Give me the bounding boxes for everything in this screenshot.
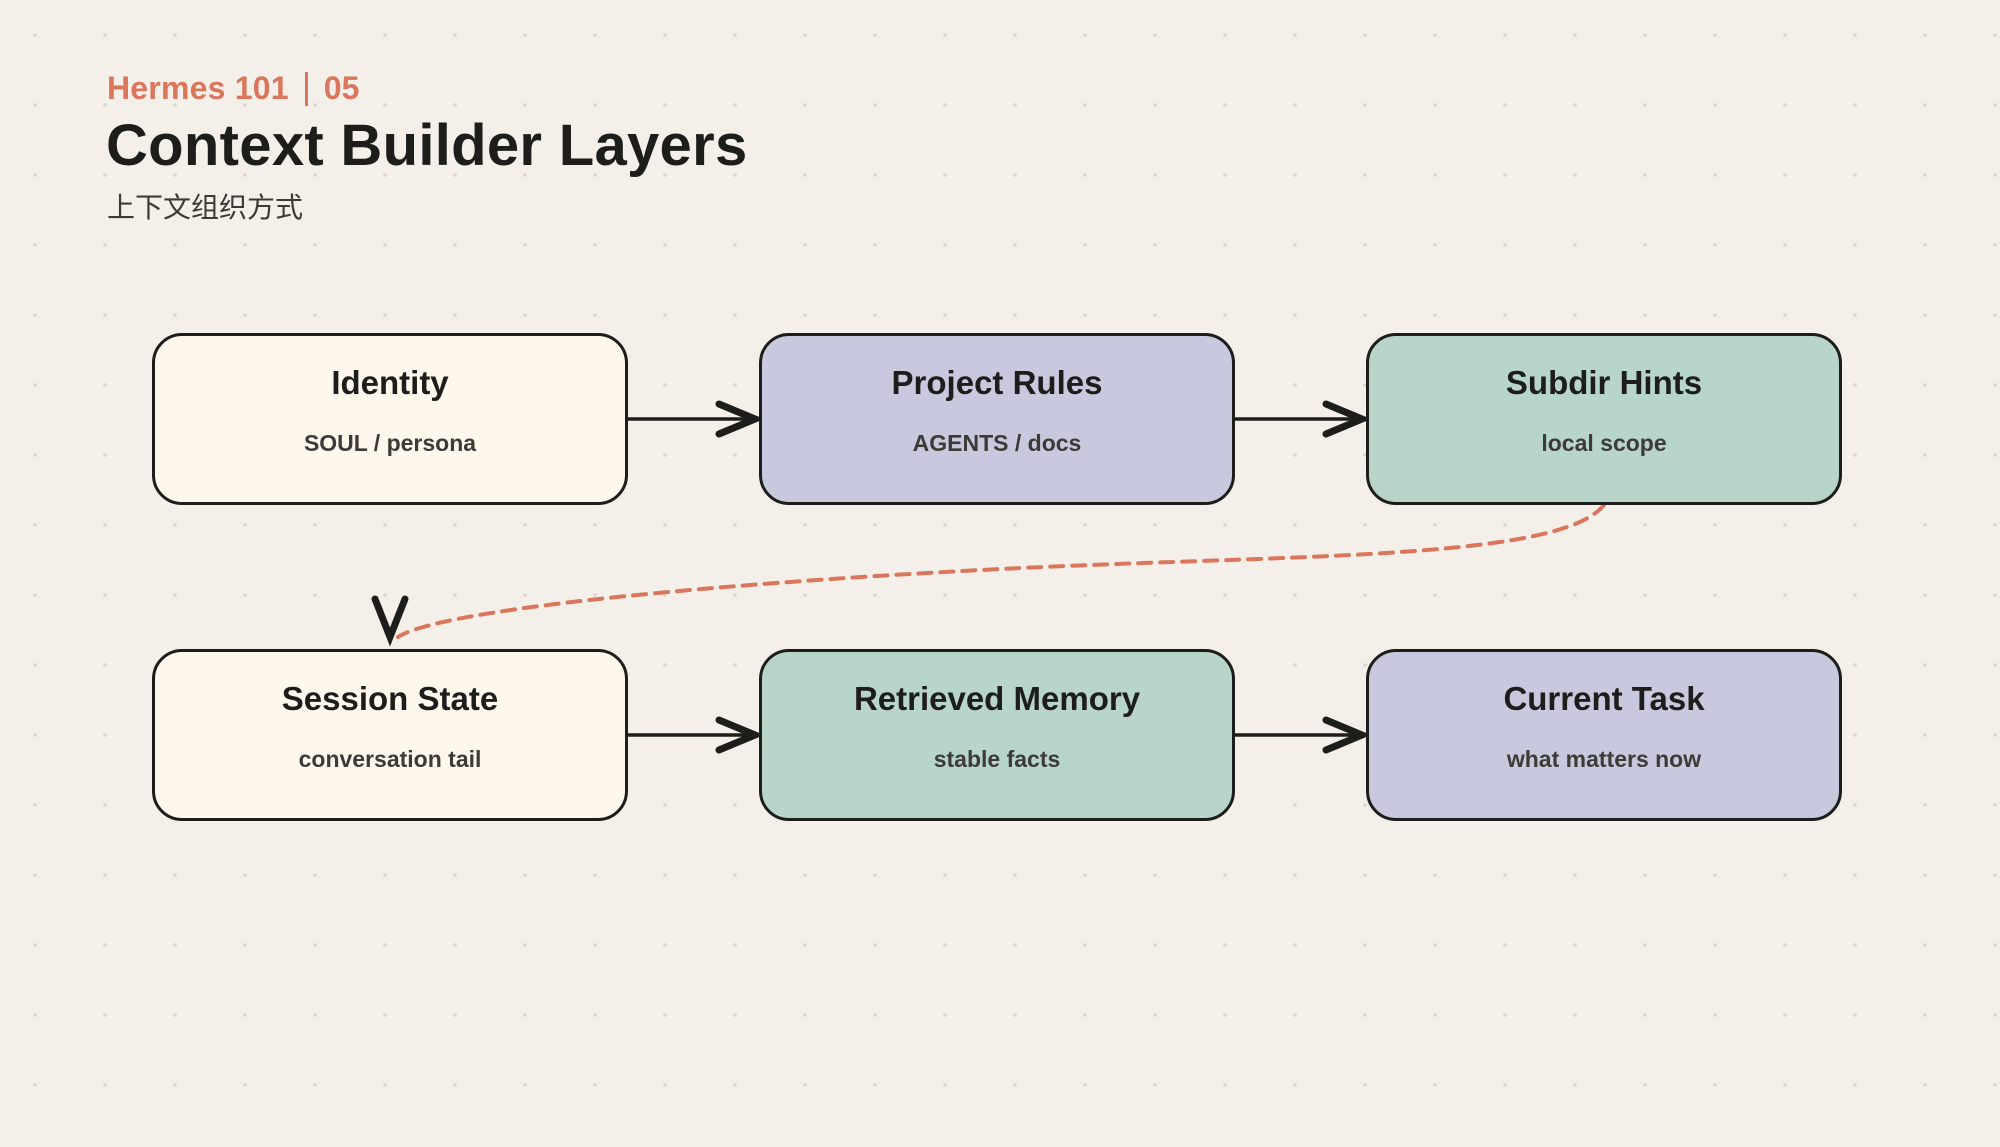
layer-subtitle: conversation tail <box>298 746 482 772</box>
connectors <box>371 400 1606 754</box>
layer-title: Identity <box>331 364 449 401</box>
arrowhead-icon <box>715 400 765 438</box>
page-title: Context Builder Layers <box>106 113 748 178</box>
arrowhead-icon <box>715 716 765 754</box>
layer-subtitle: what matters now <box>1506 746 1702 772</box>
layer-box-retrieved-memory: Retrieved Memory stable facts <box>759 649 1235 821</box>
layer-title: Project Rules <box>891 364 1103 401</box>
kicker-divider <box>304 71 308 106</box>
series-kicker: Hermes 101 05 <box>107 70 360 107</box>
layer-box-session-state: Session State conversation tail <box>152 649 628 821</box>
arrowhead-icon <box>1322 400 1372 438</box>
arrowhead-icon <box>371 595 409 647</box>
layer-title: Subdir Hints <box>1505 364 1703 401</box>
layer-subtitle: AGENTS / docs <box>912 430 1082 456</box>
arrowhead-icon <box>1322 716 1372 754</box>
dashed-connector <box>396 503 1606 639</box>
layer-box-subdir-hints: Subdir Hints local scope <box>1366 333 1842 505</box>
layer-subtitle: SOUL / persona <box>303 430 477 456</box>
series-name: Hermes 101 <box>107 70 289 106</box>
layer-subtitle: stable facts <box>933 746 1061 772</box>
layer-title: Session State <box>281 680 499 717</box>
series-number: 05 <box>323 70 360 106</box>
layer-title: Retrieved Memory <box>853 680 1141 717</box>
page-subtitle: 上下文组织方式 <box>107 191 304 224</box>
layer-box-current-task: Current Task what matters now <box>1366 649 1842 821</box>
layer-title: Current Task <box>1503 680 1705 717</box>
layer-subtitle: local scope <box>1541 430 1667 456</box>
